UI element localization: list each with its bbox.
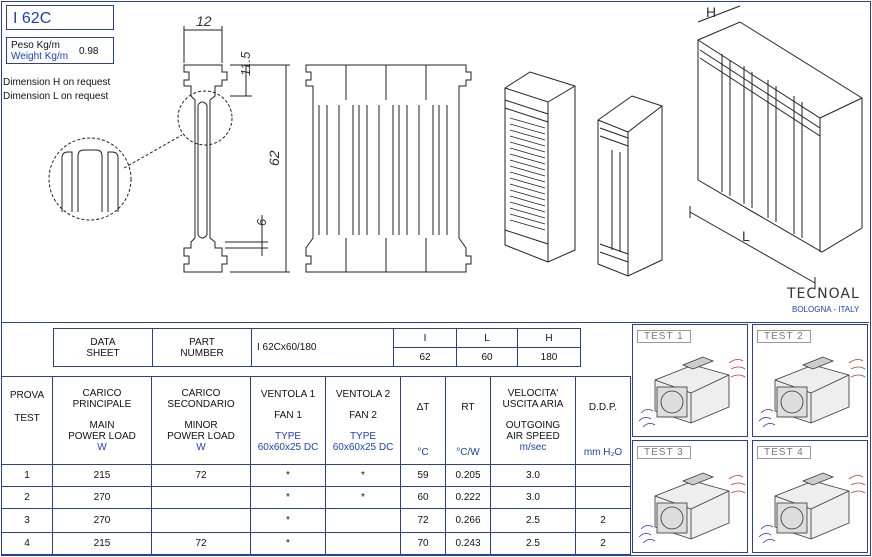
test-panel-1: TEST 1 [632, 324, 748, 437]
dim-h-label: H [706, 4, 717, 20]
test-panels: TEST 1 TEST 2 TEST 3 [630, 322, 870, 555]
table-cell: 2.5 [490, 508, 576, 533]
note-dimension-l: Dimension L on request [3, 91, 109, 102]
dim-height-label: 62 [266, 150, 282, 166]
fan-heatsink-illustration [638, 472, 746, 544]
table-cell: * [250, 532, 326, 555]
weight-label-en: Weight Kg/m [11, 51, 69, 62]
table-cell: 270 [52, 486, 152, 509]
dim-width-label: 12 [196, 13, 212, 29]
table-cell [575, 486, 631, 509]
dim-top-label: 11.5 [238, 51, 253, 76]
dim-l-label: L [742, 228, 750, 244]
table-cell: 2 [1, 486, 53, 509]
single-isometric-view [597, 95, 663, 277]
header-fan-1: VENTOLA 1 FAN 1 TYPE 60x60x25 DC [250, 376, 326, 465]
fan-heatsink-illustration [638, 356, 746, 428]
weight-label-it: Peso Kg/m [11, 40, 60, 51]
table-cell: 60 [400, 486, 446, 509]
test-label-2: TEST 2 [757, 330, 811, 343]
table-cell: 70 [400, 532, 446, 555]
col-i-header: I [393, 328, 457, 348]
part-title: I 62C [6, 5, 114, 30]
table-cell [151, 486, 251, 509]
test-label-3: TEST 3 [637, 446, 691, 459]
table-cell: 72 [151, 532, 251, 555]
detail-view [48, 90, 233, 221]
table-cell: 72 [400, 508, 446, 533]
table-cell: 59 [400, 464, 446, 487]
table-cell: 215 [52, 532, 152, 555]
table-cell: 0.222 [445, 486, 491, 509]
table-cell: 3 [1, 508, 53, 533]
fan-heatsink-illustration [758, 356, 866, 428]
profile-front-view [183, 26, 290, 273]
weight-value: 0.98 [79, 46, 99, 57]
table-cell: 1 [1, 464, 53, 487]
part-number-value: I 62Cx60/180 [251, 328, 394, 367]
header-delta-t: ΔT °C [400, 376, 446, 465]
table-cell: 0.266 [445, 508, 491, 533]
header-ddp: D.D.P. mm H₂O [575, 376, 631, 465]
table-cell: 215 [52, 464, 152, 487]
test-label-1: TEST 1 [637, 330, 691, 343]
test-panel-4: TEST 4 [752, 440, 868, 553]
table-cell: 3.0 [490, 486, 576, 509]
table-cell: 3.0 [490, 464, 576, 487]
technical-drawing [48, 5, 863, 289]
assembly-isometric-view [689, 5, 863, 289]
test-label-4: TEST 4 [757, 446, 811, 459]
table-cell: 270 [52, 508, 152, 533]
table-cell: * [250, 464, 326, 487]
block-isometric-view [504, 71, 576, 263]
table-cell: * [325, 486, 401, 509]
table-cell: 0.243 [445, 532, 491, 555]
table-cell [325, 508, 401, 533]
test-panel-3: TEST 3 [632, 440, 748, 553]
col-h-header: H [517, 328, 581, 348]
fan-heatsink-illustration [758, 472, 866, 544]
test-panel-2: TEST 2 [752, 324, 868, 437]
header-fan-2: VENTOLA 2 FAN 2 TYPE 60x60x25 DC [325, 376, 401, 465]
header-rt: RT °C/W [445, 376, 491, 465]
weight-box: Peso Kg/m Weight Kg/m 0.98 [6, 37, 114, 64]
company-logo: TECNOAL [787, 286, 860, 302]
table-cell: 2.5 [490, 532, 576, 555]
dim-fin-label: 6 [254, 218, 269, 226]
table-cell: 4 [1, 532, 53, 555]
col-h-value: 180 [517, 347, 581, 367]
table-cell: 72 [151, 464, 251, 487]
table-cell: * [250, 486, 326, 509]
col-i-value: 62 [393, 347, 457, 367]
note-dimension-h: Dimension H on request [3, 77, 111, 88]
section-divider [1, 322, 869, 323]
table-cell: 2 [575, 532, 631, 555]
table-cell: 0.205 [445, 464, 491, 487]
table-cell [325, 532, 401, 555]
table-cell: * [250, 508, 326, 533]
table-cell: 2 [575, 508, 631, 533]
table-cell: * [325, 464, 401, 487]
company-location: BOLOGNA - ITALY [792, 305, 860, 314]
profile-multi-view [305, 64, 472, 273]
col-l-header: L [456, 328, 518, 348]
col-l-value: 60 [456, 347, 518, 367]
table-cell [575, 464, 631, 487]
table-cell [151, 508, 251, 533]
